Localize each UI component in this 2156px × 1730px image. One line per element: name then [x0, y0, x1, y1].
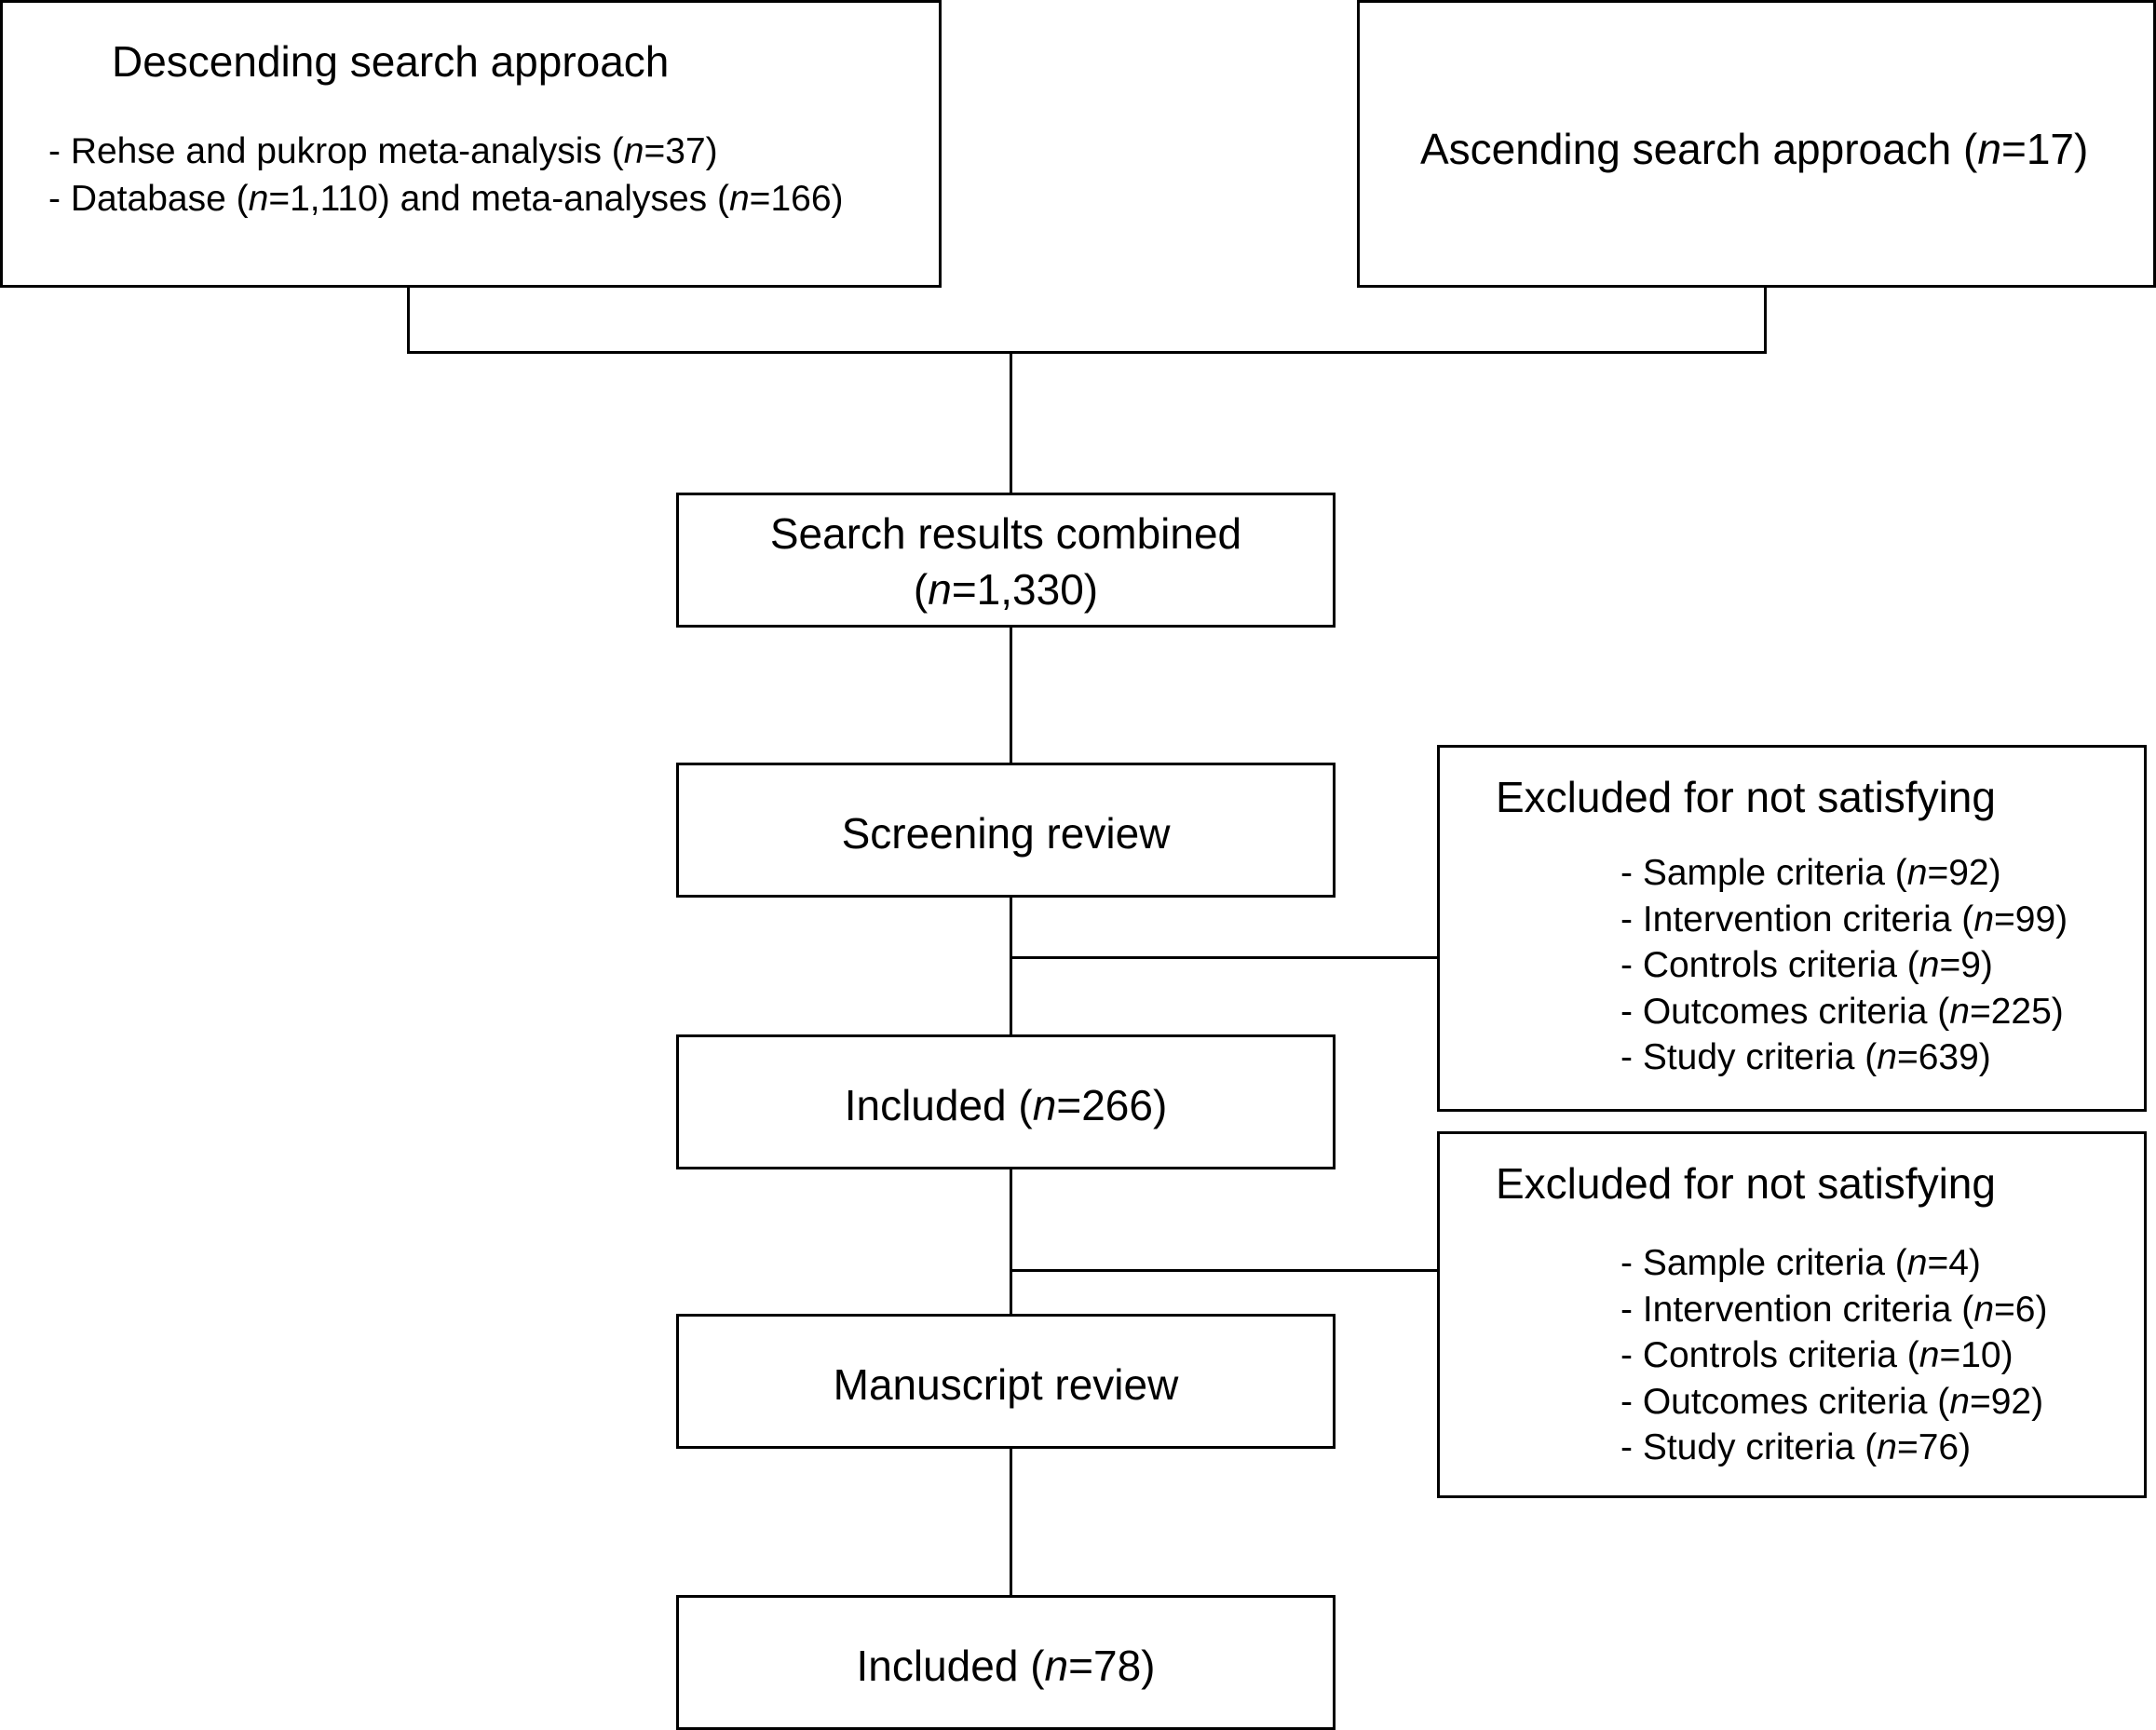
screening-review-box: Screening review [676, 763, 1336, 898]
connector-ascending-down [1764, 285, 1767, 354]
excluded-1-item: - Intervention criteria (n=99) [1620, 899, 2068, 939]
manuscript-review-label: Manuscript review [833, 1360, 1179, 1409]
ascending-search-box: Ascending search approach (n=17) [1357, 0, 2156, 288]
connector-screening-to-included [1010, 896, 1012, 1035]
excluded-2-item: - Controls criteria (n=10) [1620, 1335, 2014, 1375]
excluded-1-item: - Study criteria (n=639) [1620, 1037, 1991, 1077]
excluded-2-item: - Study criteria (n=76) [1620, 1427, 1972, 1467]
connector-combined-to-screening [1010, 626, 1012, 764]
included-78-label: Included (n=78) [856, 1642, 1156, 1690]
included-266-box: Included (n=266) [676, 1034, 1336, 1169]
excluded-1-item: - Outcomes criteria (n=225) [1620, 992, 2064, 1032]
excluded-2-item: - Sample criteria (n=4) [1620, 1243, 1981, 1283]
connector-included-to-manuscript [1010, 1168, 1012, 1315]
excluded-box-1: Excluded for not satisfying - Sample cri… [1437, 745, 2147, 1112]
connector-manuscript-to-included [1010, 1447, 1012, 1596]
excluded-2-title: Excluded for not satisfying [1496, 1159, 1996, 1208]
descending-item-1: - Rehse and pukrop meta-analysis (n=37) [48, 131, 718, 171]
excluded-1-title: Excluded for not satisfying [1496, 773, 1996, 821]
connector-descending-down [407, 285, 410, 354]
ascending-search-label: Ascending search approach (n=17) [1420, 125, 2089, 173]
excluded-2-item: - Outcomes criteria (n=92) [1620, 1382, 2044, 1422]
descending-item-2: - Database (n=1,110) and meta-analyses (… [48, 179, 844, 219]
included-78-box: Included (n=78) [676, 1595, 1336, 1730]
connector-merge-to-combined [1010, 351, 1012, 493]
manuscript-review-box: Manuscript review [676, 1314, 1336, 1449]
combined-line-1: Search results combined [769, 509, 1242, 558]
screening-review-label: Screening review [841, 809, 1171, 858]
excluded-box-2: Excluded for not satisfying - Sample cri… [1437, 1131, 2147, 1498]
combined-line-2: (n=1,330) [913, 565, 1099, 614]
connector-to-excluded-1 [1010, 956, 1439, 959]
excluded-1-item: - Controls criteria (n=9) [1620, 945, 1993, 985]
search-results-combined-box: Search results combined (n=1,330) [676, 493, 1336, 628]
connector-merge-horizontal [407, 351, 1767, 354]
excluded-2-item: - Intervention criteria (n=6) [1620, 1290, 2048, 1330]
excluded-1-item: - Sample criteria (n=92) [1620, 853, 2001, 893]
included-266-label: Included (n=266) [844, 1081, 1168, 1129]
descending-search-title: Descending search approach [112, 37, 670, 86]
connector-to-excluded-2 [1010, 1269, 1439, 1272]
descending-search-box: Descending search approach - Rehse and p… [0, 0, 942, 288]
